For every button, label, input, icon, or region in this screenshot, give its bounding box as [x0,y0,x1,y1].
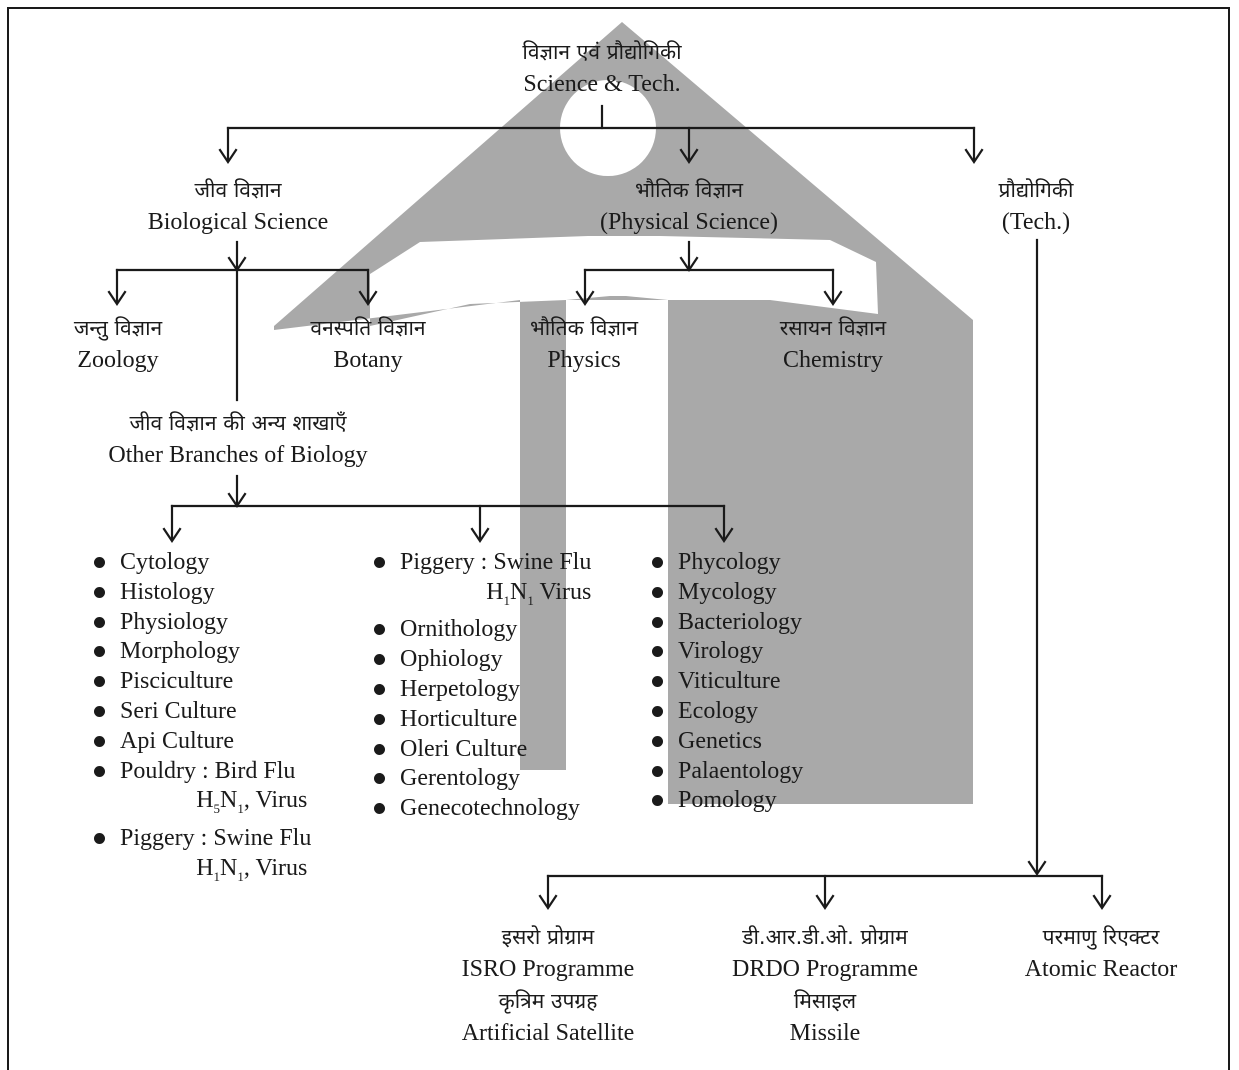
list-item: Ecology [650,697,803,727]
arrow-to-isro [538,894,558,910]
zoology-english: Zoology [77,347,159,373]
bio-english: Biological Science [147,209,329,235]
phys-hindi: भौतिक विज्ञान [634,178,744,202]
arrow-to-drdo [815,894,835,910]
chemistry-hindi: रसायन विज्ञान [779,316,887,340]
list-item: Histology [92,578,311,608]
arrow-to-chemistry [823,290,843,306]
list-item: Seri Culture [92,697,311,727]
list-item: Physiology [92,608,311,638]
isro-hindi: इसरो प्रोग्राम [501,925,595,949]
pouldry-virus: H5N1, Virus [196,787,308,817]
list-item-pouldry: Pouldry : Bird Flu H5N1, Virus [92,757,311,824]
arrow-to-tech [964,148,984,164]
root-connectors [218,104,984,164]
list-item: Herpetology [372,675,591,705]
arrow-to-atomic [1092,894,1112,910]
list-item: Api Culture [92,727,311,757]
botany-node: वनस्पति विज्ञान Botany [278,312,458,376]
atomic-hindi: परमाणु रिएक्टर [1042,925,1160,949]
drdo-node: डी.आर.डी.ओ. प्रोग्राम DRDO Programme मिस… [695,921,955,1049]
arrow-to-list1 [162,527,182,543]
root-english: Science & Tech. [523,71,681,97]
piggery-virus: H1N1 Virus [486,578,592,608]
branch-list-2: Piggery : Swine Flu H1N1 Virus Ornitholo… [372,548,591,824]
drdo-hindi: डी.आर.डी.ओ. प्रोग्राम [742,925,908,949]
piggery-label: Piggery : Swine Flu [120,824,312,851]
atomic-node: परमाणु रिएक्टर Atomic Reactor [991,921,1211,985]
isro-node: इसरो प्रोग्राम ISRO Programme कृत्रिम उप… [418,921,678,1049]
isro-english-2: Artificial Satellite [461,1020,635,1046]
list-item: Bacteriology [650,608,803,638]
list-item: Gerentology [372,764,591,794]
tech-node: प्रौद्योगिकी (Tech.) [946,174,1126,238]
drdo-hindi-2: मिसाइल [793,989,857,1013]
list-item: Mycology [650,578,803,608]
phys-connectors [575,240,843,306]
atomic-english: Atomic Reactor [1024,956,1178,982]
phys-node: भौतिक विज्ञान (Physical Science) [559,174,819,238]
botany-hindi: वनस्पति विज्ञान [310,316,426,340]
arrow-tech-down [1027,860,1047,876]
list-item: Virology [650,637,803,667]
root-node: विज्ञान एवं प्रौद्योगिकी Science & Tech. [452,36,752,100]
list-item: Cytology [92,548,311,578]
tech-english: (Tech.) [1001,209,1071,235]
botany-english: Botany [333,347,403,373]
arrow-to-list3 [714,527,734,543]
tech-hindi: प्रौद्योगिकी [998,178,1074,202]
physics-hindi: भौतिक विज्ञान [529,316,639,340]
bio-hindi: जीव विज्ञान [194,178,282,202]
list-item: Pisciculture [92,667,311,697]
other-hindi: जीव विज्ञान की अन्य शाखाएँ [129,411,347,435]
arrow-to-botany [358,290,378,306]
arrow-to-bio [218,148,238,164]
list-item: Oleri Culture [372,735,591,765]
list-item-piggery: Piggery : Swine Flu H1N1 Virus [372,548,591,615]
pouldry-label: Pouldry : Bird Flu [120,757,296,784]
bio-node: जीव विज्ञान Biological Science [108,174,368,238]
list-item: Ornithology [372,615,591,645]
physics-english: Physics [547,347,621,373]
bio-connectors [107,240,734,543]
tech-connectors [538,238,1112,910]
list-item: Morphology [92,637,311,667]
list-item: Ophiology [372,645,591,675]
list-item: Genecotechnology [372,794,591,824]
isro-english: ISRO Programme [461,956,635,982]
phys-english: (Physical Science) [600,209,778,235]
branch-list-3: Phycology Mycology Bacteriology Virology… [650,548,803,816]
list-item: Viticulture [650,667,803,697]
diagram-border [7,7,1230,1070]
root-hindi: विज्ञान एवं प्रौद्योगिकी [522,40,682,64]
list-item: Horticulture [372,705,591,735]
arrow-to-list2 [470,527,490,543]
branch-list-1: Cytology Histology Physiology Morphology… [92,548,311,891]
isro-hindi-2: कृत्रिम उपग्रह [498,989,598,1013]
list-item: Genetics [650,727,803,757]
zoology-hindi: जन्तु विज्ञान [73,316,163,340]
drdo-english-2: Missile [789,1020,861,1046]
piggery-label: Piggery : Swine Flu [400,549,592,575]
drdo-english: DRDO Programme [732,956,918,982]
list-item-piggery: Piggery : Swine Flu H1N1, Virus [92,824,311,891]
list-item: Phycology [650,548,803,578]
piggery-virus: H1N1, Virus [196,854,308,884]
other-english: Other Branches of Biology [108,442,368,468]
zoology-node: जन्तु विज्ञान Zoology [38,312,198,376]
arrow-to-phys [679,148,699,164]
arrow-to-zoology [107,290,127,306]
chemistry-node: रसायन विज्ञान Chemistry [743,312,923,376]
physics-node: भौतिक विज्ञान Physics [494,312,674,376]
arrow-to-physics [575,290,595,306]
other-branches-node: जीव विज्ञान की अन्य शाखाएँ Other Branche… [78,407,398,471]
watermark-shape [274,22,973,804]
list-item: Palaentology [650,757,803,787]
list-item: Pomology [650,786,803,816]
chemistry-english: Chemistry [783,347,883,373]
